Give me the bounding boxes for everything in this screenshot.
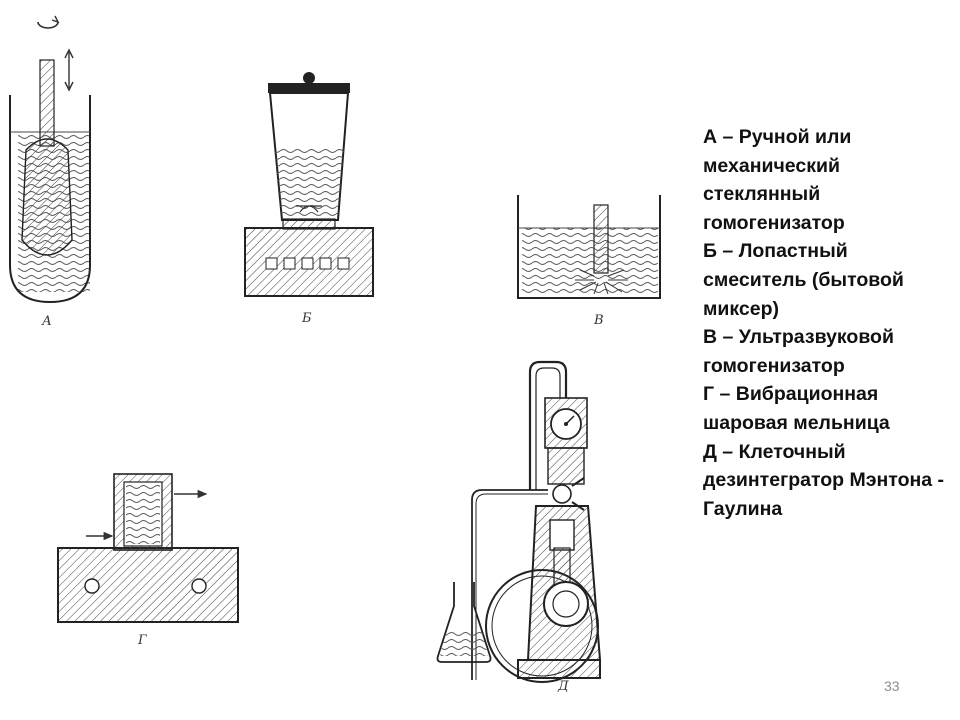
homogenizer-figure: А Б В Г xyxy=(9,15,661,694)
label-v: В xyxy=(593,313,604,328)
diagram-v-ultrasonic-homogenizer: В xyxy=(517,195,661,328)
legend-text: А – Ручной или механический стеклянный г… xyxy=(703,123,953,523)
diagram-g-vibration-ball-mill: Г xyxy=(57,473,239,648)
label-b: Б xyxy=(301,311,312,326)
legend-item-v: В – Ультразвуковой гомогенизатор xyxy=(703,326,894,377)
legend-item-b: Б – Лопастный смеситель (бытовой миксер) xyxy=(703,240,904,320)
legend-item-d: Д – Клеточный дезинтегратор Мэнтона - Га… xyxy=(703,440,945,520)
diagram-b-blade-mixer: Б xyxy=(244,72,374,326)
legend-item-a: А – Ручной или механический стеклянный г… xyxy=(703,126,852,234)
label-g: Г xyxy=(137,633,147,648)
page-number: 33 xyxy=(884,678,900,694)
diagram-a-manual-homogenizer: А xyxy=(9,15,91,329)
diagram-d-manton-gaulin-disintegrator: Д xyxy=(436,360,602,694)
rotation-icon xyxy=(37,21,59,29)
label-a: А xyxy=(41,314,52,329)
label-d: Д xyxy=(557,679,569,694)
legend-item-g: Г – Вибрационная шаровая мельница xyxy=(703,383,890,434)
